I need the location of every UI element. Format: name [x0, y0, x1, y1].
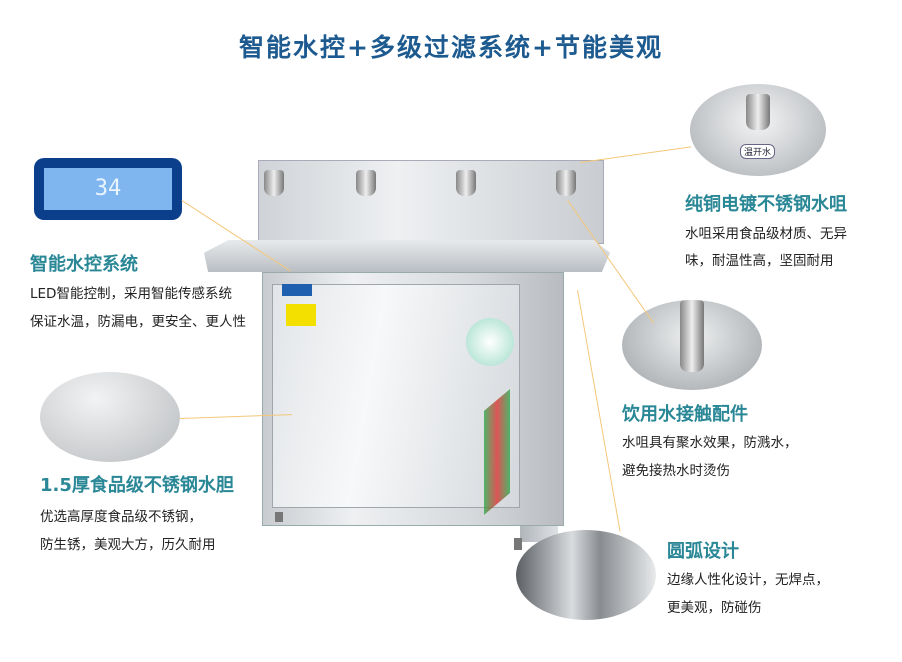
- feature-text: LED智能控制，采用智能传感系统: [30, 286, 232, 302]
- nozzle-closeup: [622, 300, 762, 390]
- page-title: 智能水控+多级过滤系统+节能美观: [239, 33, 663, 62]
- leader-line: [577, 290, 621, 532]
- feature-text: 味，耐温性高，坚固耐用: [685, 253, 834, 269]
- feature-text: 保证水温，防漏电，更安全、更人性: [30, 314, 246, 330]
- faucet-icon: [356, 170, 376, 196]
- led-display-closeup: 34: [34, 158, 182, 220]
- control-panel: [282, 284, 312, 296]
- brand-badge: [466, 318, 514, 366]
- faucet-closeup: 温开水: [690, 84, 826, 176]
- feature-heading: 饮用水接触配件: [622, 404, 748, 425]
- rounded-edge-closeup: [516, 530, 656, 620]
- machine-foot: [514, 538, 522, 550]
- brand-stripe: [484, 389, 510, 515]
- steel-tank-closeup: [40, 372, 180, 462]
- leader-line: [580, 146, 692, 163]
- feature-heading: 智能水控系统: [30, 254, 138, 275]
- feature-heading: 圆弧设计: [667, 541, 739, 562]
- feature-text: 水咀具有聚水效果，防溅水，: [622, 435, 798, 451]
- feature-heading: 纯铜电镀不锈钢水咀: [685, 194, 847, 215]
- machine-foot: [275, 512, 283, 522]
- led-reading: 34: [44, 168, 172, 210]
- tap-label: 温开水: [740, 144, 776, 159]
- faucet-icon: [264, 170, 284, 196]
- feature-text: 边缘人性化设计，无焊点，: [667, 572, 829, 588]
- feature-text: 水咀采用食品级材质、无异: [685, 226, 847, 242]
- feature-text: 防生锈，美观大方，历久耐用: [40, 537, 216, 553]
- faucet-icon: [746, 94, 770, 130]
- feature-text: 避免接热水时烫伤: [622, 463, 730, 479]
- feature-text: 优选高厚度食品级不锈钢，: [40, 509, 202, 525]
- feature-heading: 1.5厚食品级不锈钢水胆: [40, 475, 234, 496]
- feature-text: 更美观，防碰伤: [667, 600, 762, 616]
- nozzle-icon: [680, 300, 704, 372]
- machine-backsplash: [258, 160, 604, 244]
- faucet-icon: [556, 170, 576, 196]
- warning-sticker: [286, 304, 316, 326]
- faucet-icon: [456, 170, 476, 196]
- machine-drip-tray: [204, 240, 610, 272]
